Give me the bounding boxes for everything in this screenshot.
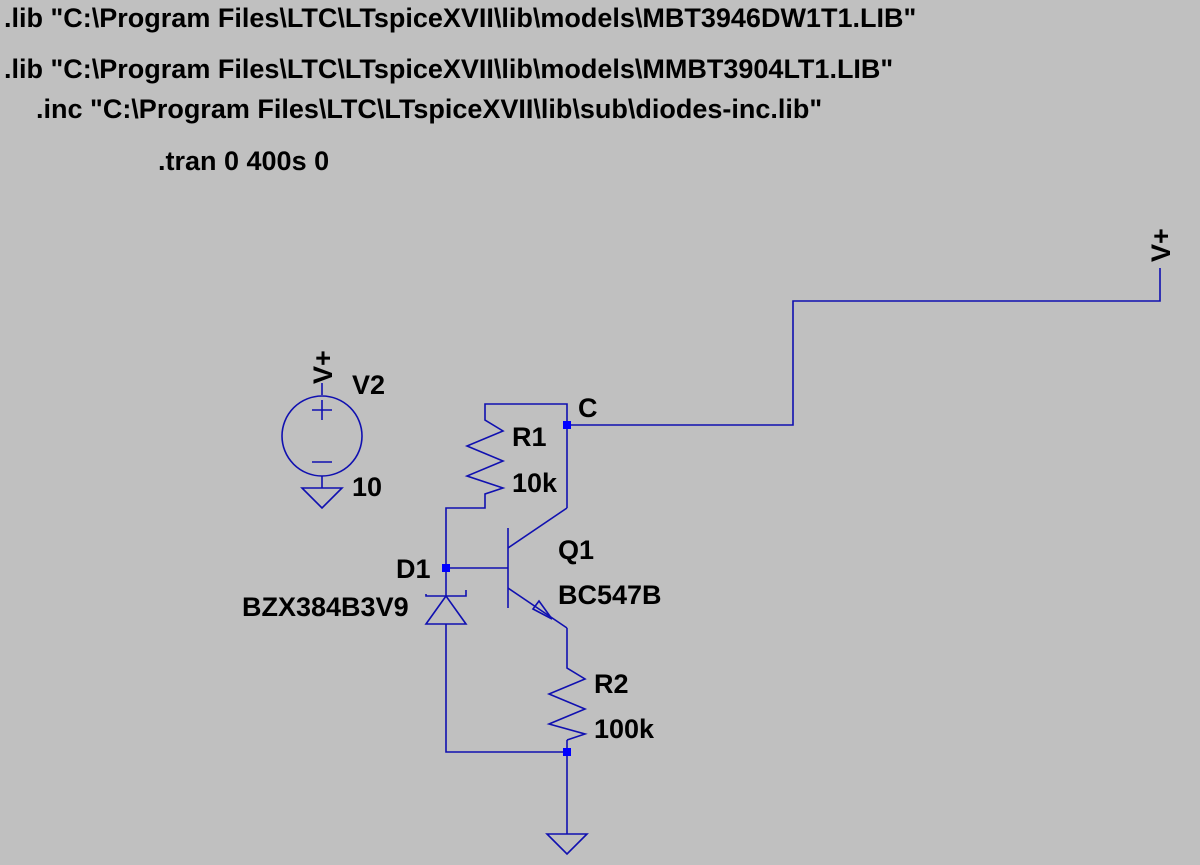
- d1-value: BZX384B3V9: [242, 592, 409, 622]
- vplus-net-flag[interactable]: V+: [1146, 228, 1176, 262]
- v2-net-label: V+: [308, 350, 338, 384]
- resistor-r1[interactable]: R1 10k: [464, 412, 558, 500]
- d1-name: D1: [396, 554, 431, 584]
- r1-name: R1: [512, 422, 547, 452]
- voltage-source-v2[interactable]: V+ V2 10: [281, 350, 385, 510]
- directive-tran[interactable]: .tran 0 400s 0: [158, 146, 329, 176]
- directive-lib-mbt3946[interactable]: .lib "C:\Program Files\LTC\LTspiceXVII\l…: [4, 3, 916, 33]
- junctions: [442, 421, 571, 756]
- wire-vplus-to-collector[interactable]: [567, 268, 1161, 426]
- junction-base[interactable]: [442, 564, 450, 572]
- v2-name: V2: [352, 370, 385, 400]
- d1-diode-triangle: [424, 594, 468, 625]
- r1-value: 10k: [512, 468, 558, 498]
- directive-lib-mmbt3904[interactable]: .lib "C:\Program Files\LTC\LTspiceXVII\l…: [4, 54, 893, 84]
- junction-ground-node[interactable]: [563, 748, 571, 756]
- wire-r1-bottom-to-base[interactable]: [445, 500, 486, 568]
- ground-icon[interactable]: [545, 833, 589, 856]
- r2-value: 100k: [594, 714, 655, 744]
- junction-collector[interactable]: [563, 421, 571, 429]
- wires: [445, 268, 1161, 834]
- v2-ground-icon: [300, 487, 344, 510]
- zener-diode-d1[interactable]: D1 BZX384B3V9: [242, 554, 468, 628]
- q1-emitter-arrow: [531, 599, 553, 620]
- v2-value: 10: [352, 472, 382, 502]
- wire-collector-to-r1-top[interactable]: [484, 403, 568, 425]
- r2-zigzag: [546, 660, 588, 741]
- r2-name: R2: [594, 669, 629, 699]
- spice-directives: .lib "C:\Program Files\LTC\LTspiceXVII\l…: [4, 3, 916, 176]
- q1-name: Q1: [558, 535, 594, 565]
- resistor-r2[interactable]: R2 100k: [546, 660, 655, 744]
- q1-emitter-leg: [507, 587, 568, 629]
- wire-d1-to-ground-node[interactable]: [445, 628, 567, 753]
- vplus-net-label: V+: [1146, 228, 1176, 262]
- q1-collector-leg: [507, 507, 568, 549]
- q1-value: BC547B: [558, 580, 662, 610]
- collector-node-label[interactable]: C: [578, 393, 598, 423]
- transistor-q1[interactable]: Q1 BC547B: [507, 507, 662, 629]
- r1-zigzag: [464, 412, 506, 500]
- directive-inc-diodes[interactable]: .inc "C:\Program Files\LTC\LTspiceXVII\l…: [36, 94, 822, 124]
